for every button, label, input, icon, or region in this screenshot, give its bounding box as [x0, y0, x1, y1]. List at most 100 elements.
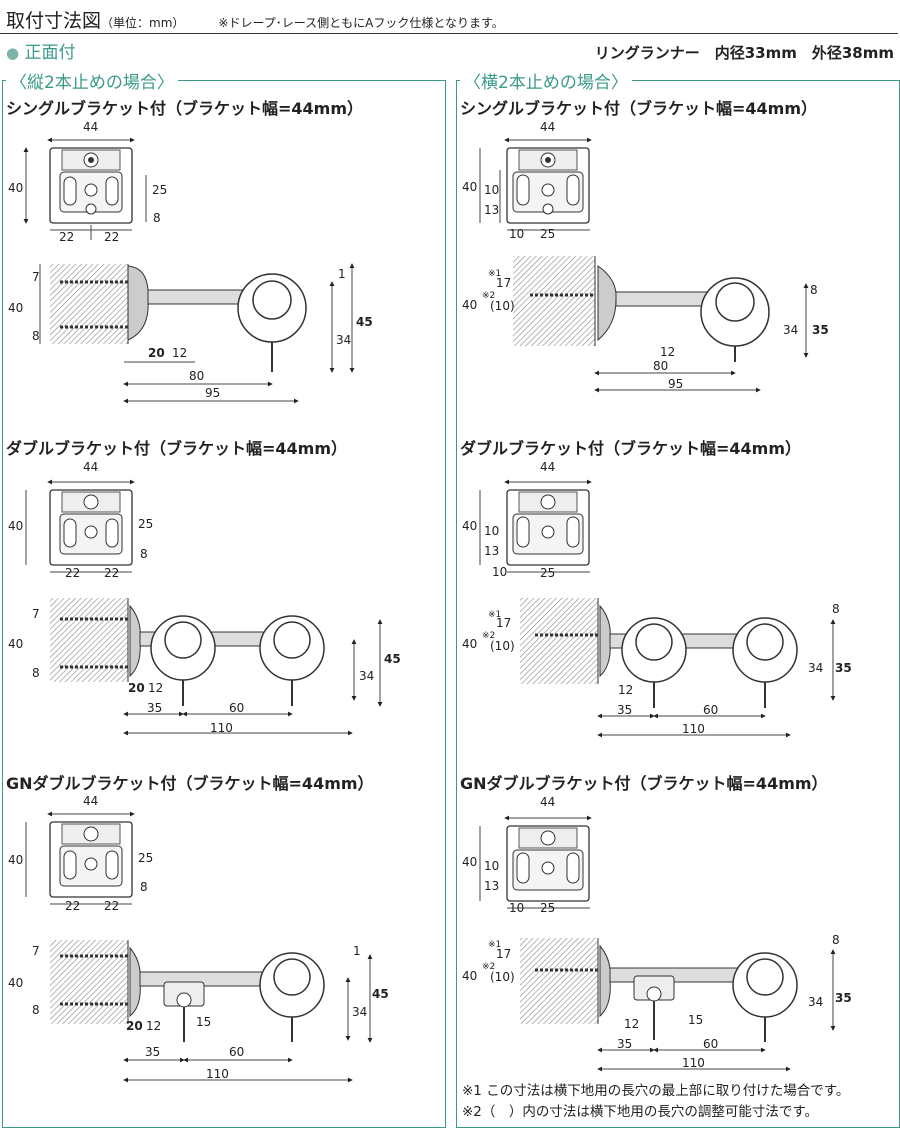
right-double-side-view: ※1 17 ※2 40 (10) 8 34 35 12 35 60 110 [462, 598, 852, 738]
dim-40: 40 [8, 853, 23, 867]
dim-25: 25 [138, 517, 153, 531]
section-text: 正面付 [24, 43, 76, 63]
dim-95: 95 [205, 386, 220, 400]
left-double-title: ダブルブラケット付（ブラケット幅=44mm） [6, 439, 348, 458]
dim-12: 12 [618, 683, 633, 697]
dim-1: 1 [353, 944, 361, 958]
dim-40: 40 [462, 298, 477, 312]
bullet-icon: ● [6, 44, 20, 62]
dim-13: 13 [484, 203, 499, 217]
dim-35: 35 [835, 991, 852, 1005]
dim-45: 45 [372, 987, 389, 1001]
dim-10p: (10) [490, 970, 515, 984]
dim-20: 20 [148, 346, 165, 360]
dim-8: 8 [140, 547, 148, 561]
dim-35: 35 [145, 1045, 160, 1059]
dim-35: 35 [835, 661, 852, 675]
dim-8: 8 [832, 933, 840, 947]
dim-34: 34 [808, 661, 823, 675]
dim-22b: 22 [104, 566, 119, 580]
dim-7: 7 [32, 270, 40, 284]
footnote-2: ※2（ ）内の寸法は横下地用の長穴の調整可能寸法です。 [462, 1104, 819, 1120]
dim-12: 12 [624, 1017, 639, 1031]
dim-35: 35 [147, 701, 162, 715]
left-double-side-view: 7 40 8 45 34 20 12 35 60 110 [8, 598, 401, 736]
dim-8: 8 [810, 283, 818, 297]
dim-40: 40 [8, 637, 23, 651]
dim-10: 10 [484, 859, 499, 873]
page-header: 取付寸法図（単位：mm）※ドレープ･レース側ともにAフック仕様となります。 [6, 6, 504, 33]
dim-8: 8 [140, 880, 148, 894]
dim-44: 44 [83, 794, 98, 808]
dim-15: 15 [196, 1015, 211, 1029]
dim-34: 34 [808, 995, 823, 1009]
dim-8: 8 [32, 666, 40, 680]
section-label: ● 正面付 [6, 38, 76, 63]
left-gn-title: GNダブルブラケット付（ブラケット幅=44mm） [6, 774, 374, 793]
dim-10: 10 [509, 901, 524, 915]
dim-8: 8 [32, 329, 40, 343]
right-single-title: シングルブラケット付（ブラケット幅=44mm） [460, 99, 818, 118]
dim-34: 34 [359, 669, 374, 683]
right-gn-side-view: ※1 17 ※2 40 (10) 8 34 35 12 15 35 60 110 [462, 933, 852, 1072]
dim-40: 40 [462, 969, 477, 983]
dim-40: 40 [8, 181, 23, 195]
dim-60: 60 [703, 703, 718, 717]
dim-44: 44 [83, 460, 98, 474]
dim-110: 110 [206, 1067, 229, 1081]
left-single-title: シングルブラケット付（ブラケット幅=44mm） [6, 99, 364, 118]
dim-60: 60 [703, 1037, 718, 1051]
mark-1: ※1 [488, 610, 501, 620]
dim-80: 80 [189, 369, 204, 383]
dim-1: 1 [338, 267, 346, 281]
dim-34: 34 [352, 1005, 367, 1019]
dim-110: 110 [210, 721, 233, 735]
right-single-side-view: ※1 17 ※2 40 (10) 8 34 35 12 80 95 [462, 256, 829, 393]
dim-25: 25 [138, 851, 153, 865]
footnote-1: ※1 この寸法は横下地用の長穴の最上部に取り付けた場合です。 [462, 1083, 850, 1099]
dim-22b: 22 [104, 899, 119, 913]
dim-40: 40 [462, 180, 477, 194]
left-gn-front-view: 44 40 25 8 22 22 [8, 794, 153, 913]
left-gn-side-view: 7 1 40 8 45 34 20 12 15 35 60 110 [8, 940, 389, 1083]
dim-10: 10 [484, 183, 499, 197]
dim-35: 35 [812, 323, 829, 337]
right-gn-front-view: 44 40 10 13 10 25 [462, 795, 592, 915]
dim-44: 44 [83, 120, 98, 134]
left-single-side-view: 7 1 40 8 45 34 20 12 80 95 [8, 263, 373, 404]
dim-45: 45 [384, 652, 401, 666]
dim-45: 45 [356, 315, 373, 329]
dim-110: 110 [682, 722, 705, 736]
mark-2: ※2 [482, 291, 495, 301]
right-double-front-view: 44 40 10 13 10 25 [462, 460, 592, 580]
dim-22a: 22 [65, 566, 80, 580]
dim-40: 40 [8, 301, 23, 315]
dim-10: 10 [509, 227, 524, 241]
dim-35: 35 [617, 1037, 632, 1051]
dim-44: 44 [540, 120, 555, 134]
right-panel-title: 〈横2本止めの場合〉 [460, 68, 632, 93]
dim-17: 17 [496, 947, 511, 961]
dim-22b: 22 [104, 230, 119, 244]
dim-8: 8 [832, 602, 840, 616]
dim-25: 25 [540, 566, 555, 580]
dim-10p: (10) [490, 639, 515, 653]
dim-10p: (10) [490, 299, 515, 313]
dim-40: 40 [8, 976, 23, 990]
dim-13: 13 [484, 544, 499, 558]
left-panel [2, 80, 446, 1128]
mark-1: ※1 [488, 940, 501, 950]
right-double-title: ダブルブラケット付（ブラケット幅=44mm） [460, 439, 802, 458]
right-gn-title: GNダブルブラケット付（ブラケット幅=44mm） [460, 774, 828, 793]
dim-8: 8 [153, 211, 161, 225]
dim-12: 12 [146, 1019, 161, 1033]
dim-60: 60 [229, 701, 244, 715]
unit-label: （単位：mm） [101, 16, 185, 30]
dim-95: 95 [668, 377, 683, 391]
dim-12: 12 [660, 345, 675, 359]
dim-40: 40 [462, 519, 477, 533]
dim-110: 110 [682, 1056, 705, 1070]
dim-20: 20 [128, 681, 145, 695]
header-rule [0, 33, 898, 34]
